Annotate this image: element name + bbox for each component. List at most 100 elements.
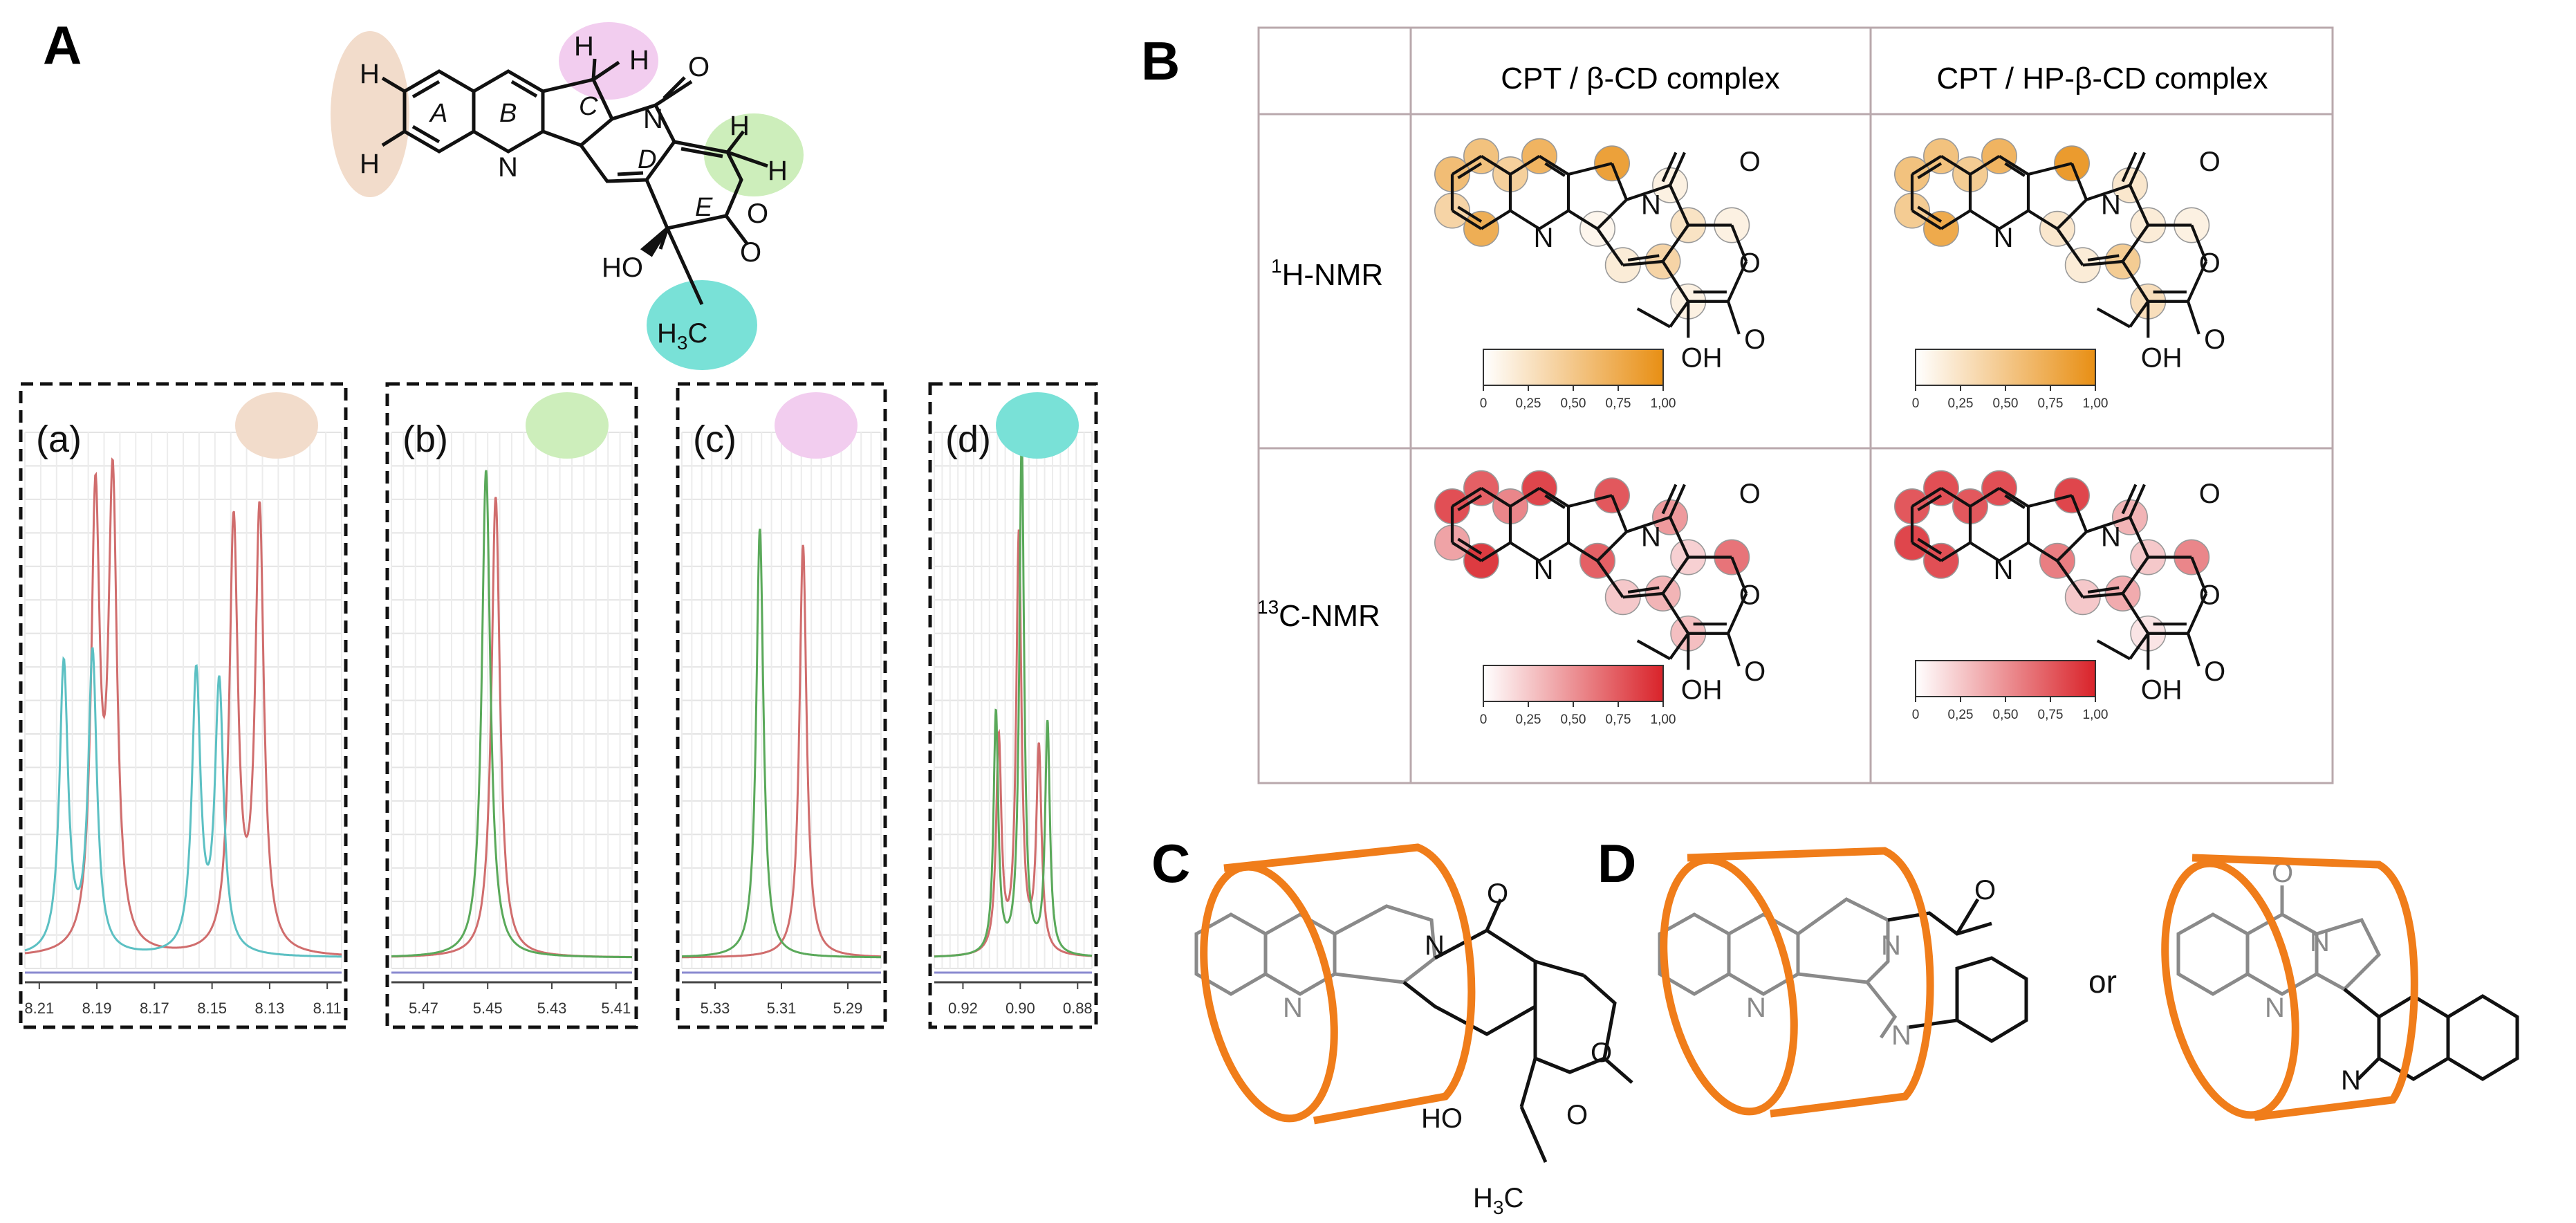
atom-n: N bbox=[1891, 1020, 1911, 1051]
bond bbox=[1730, 224, 1748, 262]
ring-label-b: B bbox=[499, 99, 517, 128]
bond bbox=[2121, 484, 2138, 515]
bond bbox=[2056, 560, 2084, 598]
atom-shift-circle bbox=[1463, 542, 1499, 579]
atom-shift-circle bbox=[1923, 210, 1959, 247]
atom-o: O bbox=[1591, 1038, 1612, 1068]
bond bbox=[1730, 556, 1748, 594]
scale-tick-label: 0,75 bbox=[2038, 708, 2064, 722]
color-scale-bar bbox=[1483, 665, 1664, 702]
bond bbox=[1568, 494, 1613, 508]
atom-label: OH bbox=[2141, 674, 2183, 705]
atom-label: N bbox=[2101, 522, 2121, 553]
bond bbox=[1509, 154, 1541, 176]
atom-n: N bbox=[2341, 1065, 2361, 1096]
atom-o: O bbox=[747, 199, 768, 229]
atom-n: N bbox=[1283, 993, 1303, 1023]
spectrum-frame bbox=[19, 382, 348, 1029]
spectrum-frame bbox=[385, 382, 638, 1029]
cyclodextrin-rim bbox=[2161, 859, 2299, 1119]
bond bbox=[1661, 556, 1689, 595]
bond bbox=[1661, 484, 1678, 515]
atom-o: O bbox=[740, 237, 761, 268]
color-scale-bar bbox=[1915, 349, 2096, 386]
bond bbox=[2004, 162, 2026, 177]
bond bbox=[1451, 209, 1483, 230]
col-header-bcd: CPT / β-CD complex bbox=[1501, 62, 1779, 95]
atom-label: N bbox=[1641, 522, 1661, 553]
highlight-ch3 bbox=[647, 280, 757, 370]
atom-h: H bbox=[730, 111, 750, 141]
scale-tick-label: 0,75 bbox=[1606, 712, 1631, 727]
bond bbox=[1480, 486, 1512, 508]
bond bbox=[1969, 541, 2001, 562]
bond bbox=[2187, 593, 2208, 634]
bond bbox=[1567, 209, 1599, 230]
bond bbox=[1940, 541, 1972, 562]
bond bbox=[2027, 209, 2059, 230]
scale-tick-label: 0 bbox=[1480, 396, 1488, 411]
bond bbox=[2187, 633, 2200, 667]
nmr-table bbox=[1257, 26, 2334, 784]
bond bbox=[1509, 541, 1541, 562]
scale-tick-label: 1,00 bbox=[1651, 396, 1676, 411]
atom-o: O bbox=[688, 52, 710, 82]
atom-shift-circle bbox=[1463, 470, 1499, 506]
atom-label: O bbox=[2199, 147, 2221, 177]
bond bbox=[2056, 199, 2088, 230]
bond bbox=[1611, 163, 1628, 201]
bond bbox=[1917, 205, 1943, 223]
spectrum-trace bbox=[391, 470, 632, 959]
scale-tick-label: 1,00 bbox=[1651, 712, 1676, 727]
atom-n: N bbox=[2265, 993, 2285, 1023]
spectrum-frame bbox=[928, 382, 1098, 1029]
bond bbox=[2190, 556, 2208, 594]
spectrum-trace bbox=[682, 528, 881, 959]
panel-label-d: D bbox=[1597, 833, 1636, 894]
col-header-hpbcd: CPT / HP-β-CD complex bbox=[1936, 62, 2268, 95]
atom-label: O bbox=[2199, 479, 2221, 509]
bond bbox=[1661, 592, 1690, 634]
proton-marker bbox=[235, 392, 318, 459]
tick-label: 0.90 bbox=[1006, 1000, 1035, 1017]
bond bbox=[1509, 209, 1541, 230]
bond bbox=[1636, 307, 1671, 329]
bond bbox=[2096, 307, 2131, 329]
atom-label: N bbox=[1994, 555, 2014, 585]
tick-label: 5.43 bbox=[537, 1000, 567, 1017]
color-scale-bar bbox=[1483, 349, 1664, 386]
proton-marker bbox=[526, 392, 609, 459]
atom-n: N bbox=[2310, 927, 2330, 957]
bond bbox=[2028, 494, 2073, 508]
atom-label: OH bbox=[1681, 674, 1723, 705]
scale-tick-label: 0,75 bbox=[1606, 396, 1631, 411]
atom-label: N bbox=[1994, 223, 2014, 253]
row-header-13c: 13C-NMR bbox=[1257, 596, 1380, 633]
structure-a bbox=[331, 22, 804, 370]
bond bbox=[1911, 541, 1943, 562]
panel-label-c: C bbox=[1151, 833, 1190, 894]
tick-label: 8.11 bbox=[313, 1000, 342, 1017]
ring-label-a: A bbox=[429, 99, 447, 128]
tick-label: 8.19 bbox=[82, 1000, 112, 1017]
bond bbox=[1940, 154, 1972, 176]
bond bbox=[1538, 486, 1570, 508]
atom-n: N bbox=[498, 152, 518, 183]
bond bbox=[1457, 537, 1483, 555]
ring-label-e: E bbox=[695, 193, 713, 222]
bond bbox=[1544, 162, 1566, 177]
bond bbox=[1911, 209, 1943, 230]
scale-tick-label: 0,50 bbox=[1993, 708, 2019, 722]
scale-tick-label: 1,00 bbox=[2083, 396, 2109, 411]
atom-h3c: H3C bbox=[1473, 1183, 1523, 1218]
tick-label: 5.47 bbox=[409, 1000, 438, 1017]
bond bbox=[1596, 560, 1624, 598]
atom-label: O bbox=[1744, 656, 1766, 687]
bond bbox=[2190, 224, 2208, 262]
bond bbox=[1622, 259, 1663, 267]
bond bbox=[2082, 259, 2123, 267]
bond bbox=[2129, 300, 2149, 328]
